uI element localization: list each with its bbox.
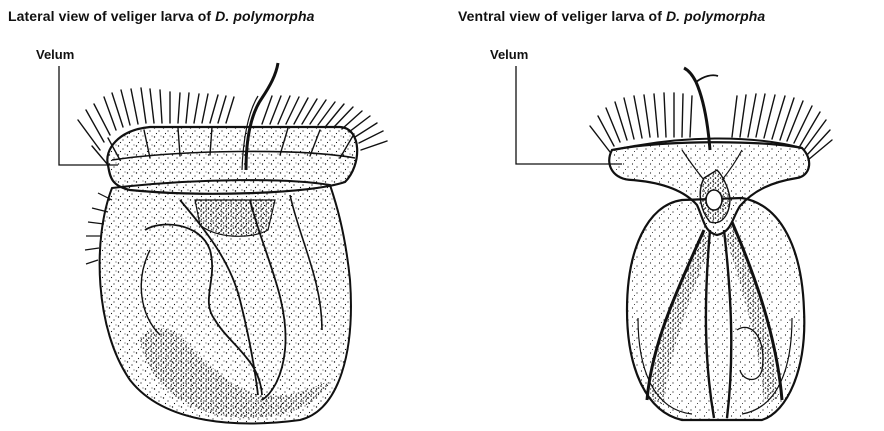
ventral-leader-line (516, 66, 622, 164)
lateral-view-panel: Lateral view of veliger larva of D. poly… (0, 0, 442, 431)
veliger-larva-ventral-illustration (442, 0, 884, 431)
ventral-view-panel: Ventral view of veliger larva of D. poly… (442, 0, 884, 431)
veliger-larva-lateral-illustration (0, 0, 442, 431)
